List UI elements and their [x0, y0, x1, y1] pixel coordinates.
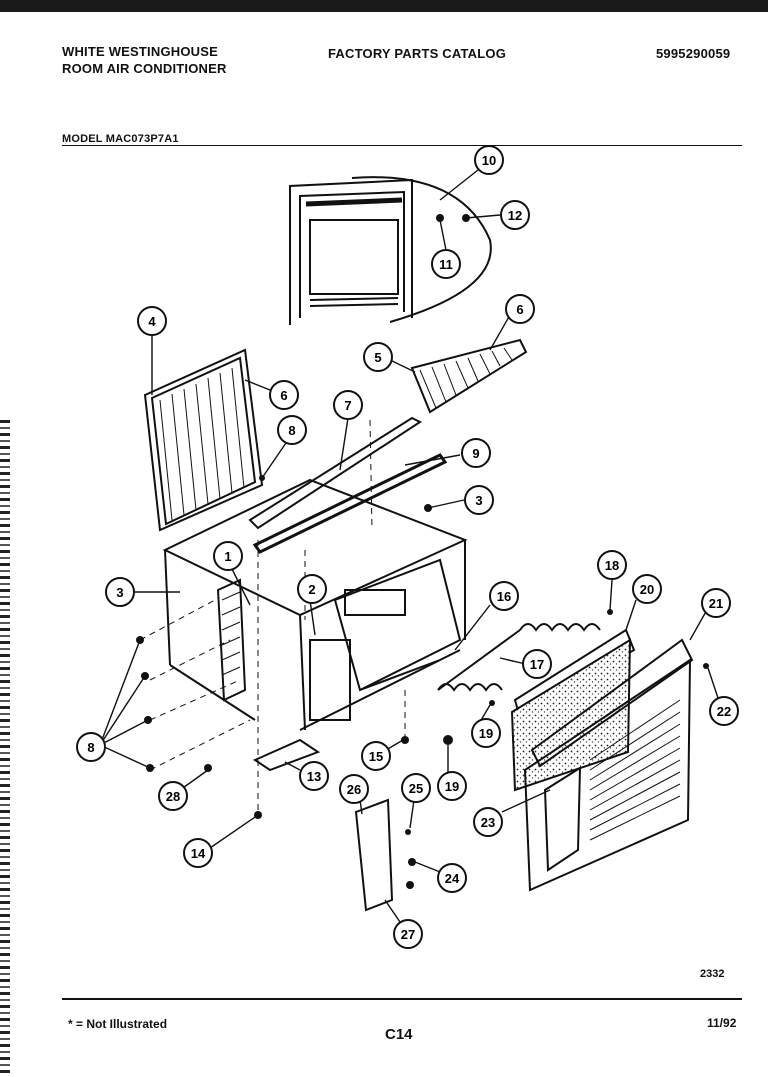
front-grille-panel: [289, 176, 492, 325]
brand-line-1: WHITE WESTINGHOUSE: [62, 44, 218, 59]
callout-22: 22: [709, 696, 739, 726]
callout-label: 15: [369, 749, 383, 764]
callout-8: 8: [277, 415, 307, 445]
callout-label: 24: [445, 871, 460, 886]
callout-26: 26: [339, 774, 369, 804]
callout-label: 3: [116, 585, 123, 600]
top-border-bar: [0, 0, 768, 12]
louver-part: [410, 338, 528, 414]
callout-label: 3: [475, 493, 482, 508]
callout-27: 27: [393, 919, 423, 949]
base-bracket: [252, 738, 321, 772]
callout-10: 10: [474, 145, 504, 175]
callout-label: 16: [497, 589, 511, 604]
callout-15: 15: [361, 741, 391, 771]
scan-edge-strip: [0, 420, 10, 1077]
header-rule: [62, 145, 742, 146]
callout-label: 18: [605, 558, 619, 573]
callout-label: 4: [148, 314, 156, 329]
callout-label: 11: [439, 257, 453, 272]
callout-2: 2: [297, 574, 327, 604]
callout-16: 16: [489, 581, 519, 611]
callout-label: 7: [344, 398, 351, 413]
callout-9: 9: [461, 438, 491, 468]
callout-19: 19: [437, 771, 467, 801]
callout-14: 14: [183, 838, 213, 868]
callout-21: 21: [701, 588, 731, 618]
callout-18: 18: [597, 550, 627, 580]
callout-label: 26: [347, 782, 361, 797]
model-number: MODEL MAC073P7A1: [62, 133, 179, 145]
callout-11: 11: [431, 249, 461, 279]
control-panel: [354, 798, 394, 912]
page-code: C14: [385, 1026, 413, 1043]
callout-label: 19: [479, 726, 493, 741]
callout-label: 12: [508, 208, 522, 223]
callout-6: 6: [505, 294, 535, 324]
callout-28: 28: [158, 781, 188, 811]
callout-label: 6: [280, 388, 287, 403]
callout-label: 10: [482, 153, 496, 168]
revision-date: 11/92: [707, 1016, 737, 1030]
catalog-number: 5995290059: [656, 46, 731, 61]
top-bracket: [252, 453, 448, 554]
callout-label: 9: [472, 446, 479, 461]
callout-label: 8: [87, 740, 94, 755]
callout-label: 14: [191, 846, 206, 861]
cabinet-chassis: [162, 478, 468, 731]
callout-7: 7: [333, 390, 363, 420]
callout-23: 23: [473, 807, 503, 837]
callout-19: 19: [471, 718, 501, 748]
callout-3: 3: [464, 485, 494, 515]
callout-8: 8: [76, 732, 106, 762]
side-panel-assembly: [143, 348, 264, 532]
callout-4: 4: [137, 306, 167, 336]
footer-rule: [62, 998, 742, 1000]
callout-label: 28: [166, 789, 180, 804]
top-rail: [248, 416, 423, 530]
footnote: * = Not Illustrated: [68, 1017, 168, 1031]
callout-17: 17: [522, 649, 552, 679]
callout-12: 12: [500, 200, 530, 230]
callout-label: 6: [516, 302, 523, 317]
brand-line-2: ROOM AIR CONDITIONER: [62, 61, 227, 76]
callout-5: 5: [363, 342, 393, 372]
callout-label: 19: [445, 779, 459, 794]
callout-label: 25: [409, 781, 423, 796]
front-grille: [523, 638, 694, 892]
callout-6: 6: [269, 380, 299, 410]
callout-label: 27: [401, 927, 415, 942]
callout-label: 5: [374, 350, 381, 365]
callout-13: 13: [299, 761, 329, 791]
callout-20: 20: [632, 574, 662, 604]
catalog-title: FACTORY PARTS CATALOG: [328, 46, 507, 61]
callout-1: 1: [213, 541, 243, 571]
callout-label: 2: [308, 582, 315, 597]
drawing-number: 2332: [700, 968, 725, 980]
callout-label: 13: [307, 769, 321, 784]
callout-25: 25: [401, 773, 431, 803]
callout-label: 21: [709, 596, 723, 611]
callout-label: 8: [288, 423, 295, 438]
callout-label: 23: [481, 815, 495, 830]
callout-3: 3: [105, 577, 135, 607]
callout-24: 24: [437, 863, 467, 893]
callout-label: 1: [224, 549, 231, 564]
coil-assembly: [437, 623, 601, 692]
callout-label: 17: [530, 657, 544, 672]
callout-label: 22: [717, 704, 731, 719]
callout-label: 20: [640, 582, 654, 597]
